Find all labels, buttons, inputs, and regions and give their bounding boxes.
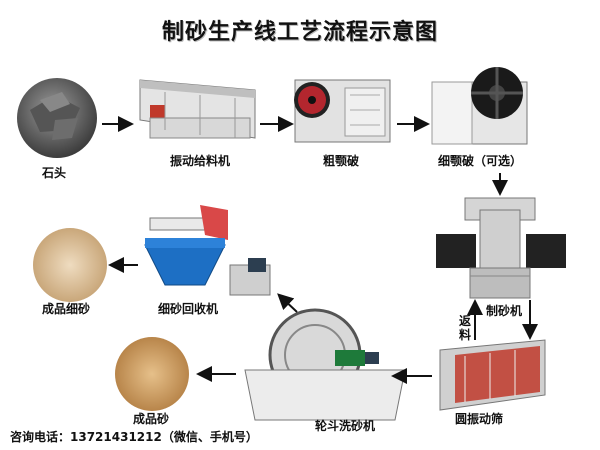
label-screen: 圆振动筛 <box>455 412 504 426</box>
label-return: 返料 <box>458 314 471 342</box>
circular-vibrating-screen-image <box>439 339 546 411</box>
label-product-sand: 成品砂 <box>133 412 170 426</box>
fine-jaw-crusher-image <box>431 67 528 145</box>
diagram-title: 制砂生产线工艺流程示意图 <box>161 20 438 45</box>
label-washer: 轮斗洗砂机 <box>315 419 376 433</box>
sand-making-machine-image <box>436 197 566 299</box>
label-stone: 石头 <box>42 166 67 180</box>
label-product-fine: 成品细砂 <box>42 302 91 316</box>
label-sand-maker: 制砂机 <box>486 304 523 318</box>
label-jaw-coarse: 粗颚破 <box>323 154 360 168</box>
stone-image <box>17 78 97 158</box>
contact-phone: 咨询电话：13721431212（微信、手机号） <box>10 430 258 444</box>
label-feeder: 振动给料机 <box>170 154 231 168</box>
arrow-washer-to-recycler <box>277 293 298 313</box>
label-recycler: 细砂回收机 <box>158 302 219 316</box>
label-jaw-fine: 细颚破（可选） <box>438 154 523 168</box>
fine-sand-recycler-image <box>144 205 271 296</box>
bucket-wheel-sand-washer-image <box>244 308 406 421</box>
product-fine-sand-image <box>33 228 107 302</box>
coarse-jaw-crusher-image <box>294 79 391 143</box>
product-sand-image <box>115 337 189 411</box>
vibrating-feeder-image <box>139 79 256 139</box>
